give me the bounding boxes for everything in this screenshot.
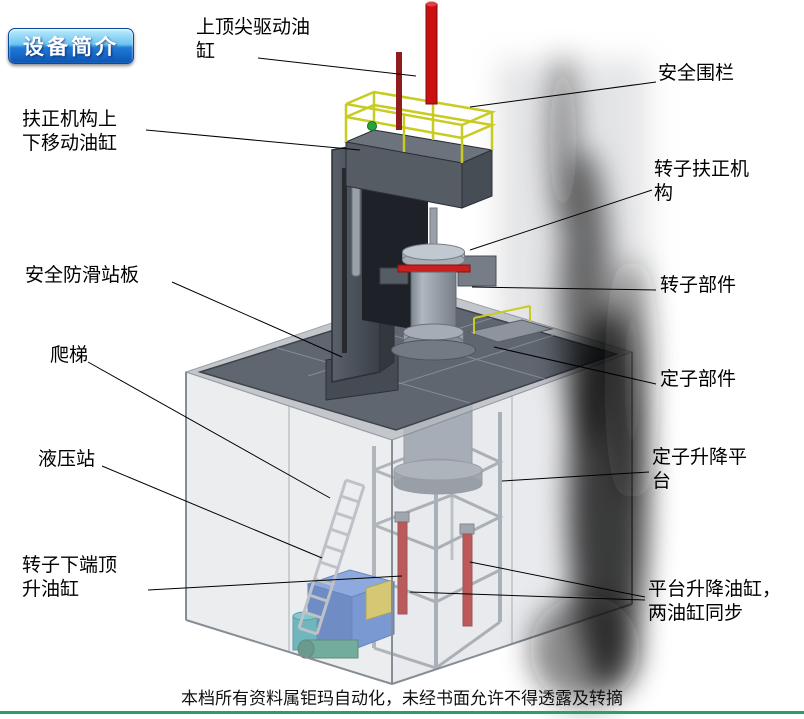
label-stator-lifting-platform: 定子升降平 台 bbox=[652, 447, 748, 492]
rotor-red-ring bbox=[397, 264, 471, 273]
label-rotor-component: 转子部件 bbox=[660, 275, 737, 296]
press-column bbox=[325, 129, 494, 401]
access-ladder bbox=[297, 478, 366, 636]
top-tip-drive-cylinder-rods bbox=[396, 1, 438, 130]
label-platform-lifting-cylinders: 平台升降油缸， 两油缸同步 bbox=[648, 579, 782, 624]
label-anti-slip-standing-plate: 安全防滑站板 bbox=[25, 265, 140, 286]
label-stator-component: 定子部件 bbox=[660, 369, 737, 390]
label-safety-fence: 安全围栏 bbox=[658, 63, 735, 84]
label-rotor-centering-mechanism: 转子扶正机 构 bbox=[654, 159, 750, 204]
label-hydraulic-station: 液压站 bbox=[38, 449, 96, 470]
label-centering-lift-cylinder: 扶正机构上 下移动油缸 bbox=[22, 109, 118, 154]
bottom-accent-line bbox=[0, 711, 804, 714]
green-indicator-dot bbox=[367, 121, 377, 131]
rotor-assembly bbox=[379, 207, 497, 361]
label-ladder: 爬梯 bbox=[50, 345, 89, 366]
safety-fence-railing bbox=[344, 90, 497, 163]
platform-lift-red-cylinders bbox=[394, 511, 475, 627]
stator-deck-structure bbox=[466, 305, 554, 343]
label-rotor-bottom-jacking-cylinder: 转子下端顶 升油缸 bbox=[22, 555, 118, 600]
copyright-watermark: 本档所有资料属钜玛自动化，未经书面允许不得透露及转摘 bbox=[181, 689, 623, 708]
equipment-intro-badge: 设备简介 bbox=[8, 28, 134, 64]
label-top-tip-drive-cylinder: 上顶尖驱动油 缸 bbox=[196, 17, 311, 62]
